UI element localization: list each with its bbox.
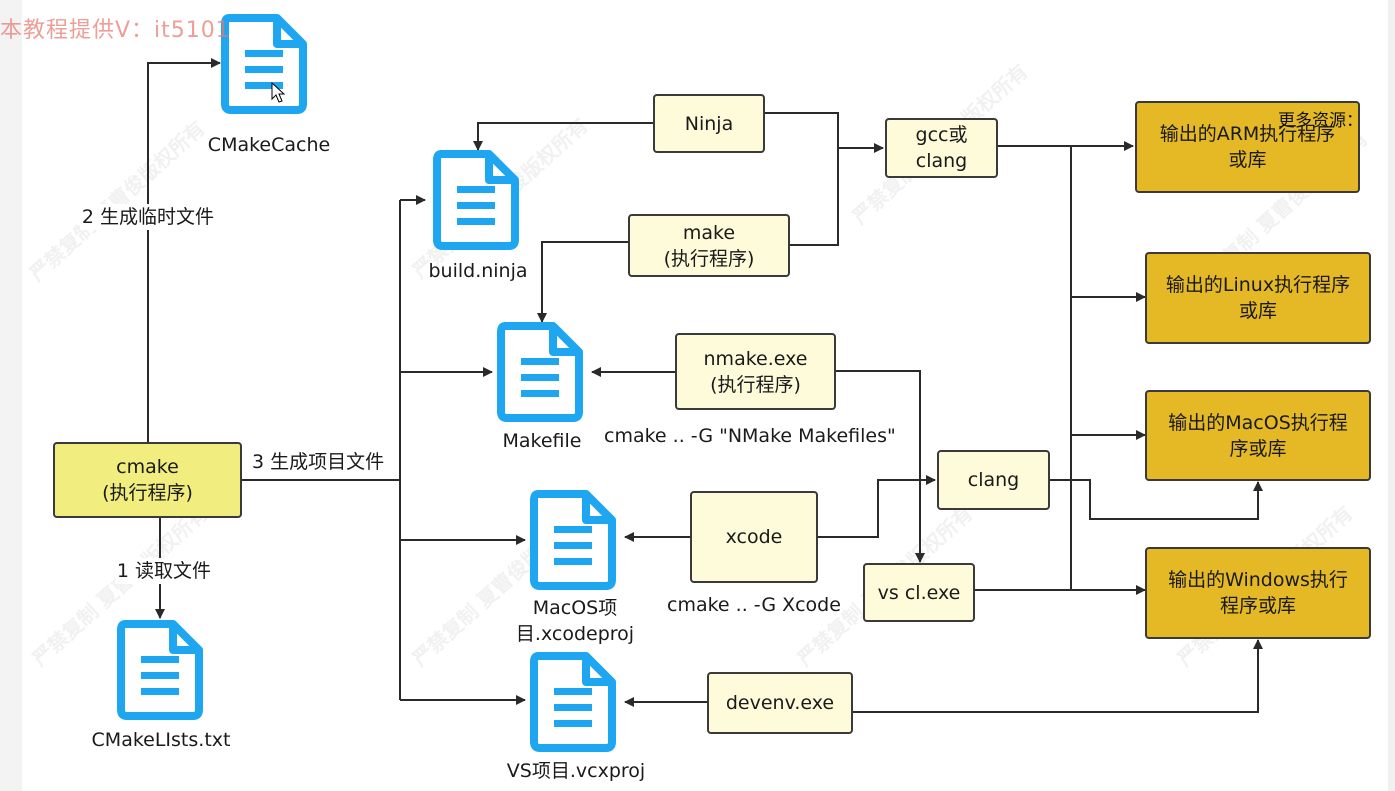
edge-nmake-to-vscl (836, 370, 925, 563)
xcodeproj-label: MacOS项 目.xcodeproj (515, 597, 635, 645)
build-ninja-label: build.ninja (428, 260, 528, 282)
edge-xcode-to-clang (818, 475, 936, 538)
xcode-command-label: cmake .. -G Xcode (667, 594, 841, 616)
output-macos-node: 输出的MacOS执行程 序或库 (1145, 390, 1371, 481)
nmake-node: nmake.exe (执行程序) (675, 333, 836, 410)
makefile-file-icon (497, 322, 583, 422)
xcode-node: xcode (690, 491, 818, 583)
step3-label: 3 生成项目文件 (252, 451, 385, 473)
vcxproj-label: VS项目.vcxproj (506, 760, 646, 782)
left-margin-strip (0, 0, 22, 791)
gcc-node: gcc或 clang (885, 118, 998, 178)
edge-ninja-to-gcc (765, 112, 884, 153)
cmakecache-label: CMakeCache (207, 134, 331, 156)
step1-label: 1 读取文件 (114, 558, 214, 584)
mouse-cursor-icon (271, 82, 286, 103)
edge-make-to-makefile (537, 241, 628, 323)
output-linux-node: 输出的Linux执行程序 或库 (1145, 252, 1371, 344)
xcodeproj-file-icon (530, 490, 616, 590)
vscl-node: vs cl.exe (863, 563, 975, 622)
make-node: make (执行程序) (628, 214, 790, 277)
cmake-node: cmake (执行程序) (53, 442, 242, 518)
nmake-command-label: cmake .. -G "NMake Makefiles" (604, 425, 896, 447)
edge-clang-to-macos (1050, 479, 1263, 520)
edge-cmake-to-cmakecache (147, 58, 221, 442)
cmakecache-file-icon (221, 14, 307, 114)
edge-devenv-to-windows (853, 639, 1263, 713)
step2-label: 2 生成临时文件 (79, 204, 217, 230)
watermark-right-edge: 更多资源： (1278, 111, 1363, 131)
edge-make-to-gcc (790, 148, 839, 246)
makefile-label: Makefile (502, 430, 582, 452)
output-arm-node: 输出的ARM执行程序 或库 (1135, 101, 1360, 193)
watermark-top-left: 本教程提供V：it5101 (0, 18, 231, 43)
cmakelists-file-icon (117, 620, 203, 720)
edge-ninja-to-build-ninja (473, 122, 653, 151)
cmakelists-label: CMakeLIsts.txt (91, 729, 231, 751)
ninja-node: Ninja (653, 94, 765, 153)
vcxproj-file-icon (530, 652, 616, 752)
clang-node: clang (937, 450, 1050, 510)
output-windows-node: 输出的Windows执行 程序或库 (1145, 547, 1371, 639)
right-margin-strip (1388, 0, 1395, 791)
devenv-node: devenv.exe (707, 672, 853, 734)
build-ninja-file-icon (433, 150, 519, 250)
